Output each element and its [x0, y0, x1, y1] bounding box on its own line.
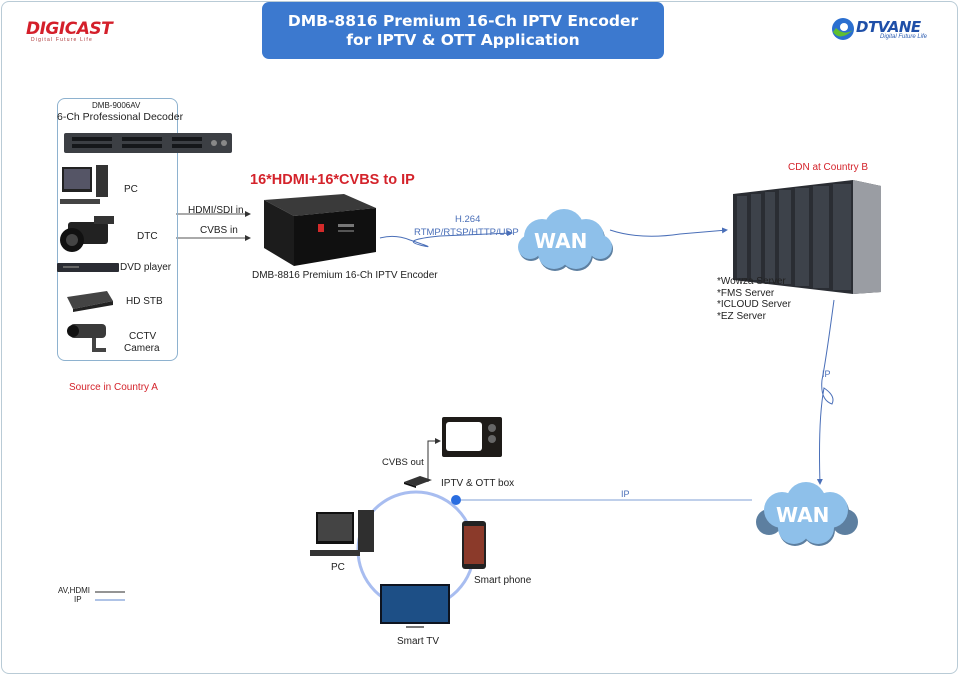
dtvane-swirl-icon [832, 18, 854, 40]
legend-ip-label: IP [74, 595, 82, 604]
server-rack-icon [733, 180, 881, 294]
digicast-tagline: Digital Future Life [31, 37, 93, 43]
iptv-box-icon [404, 476, 432, 488]
source-dtc-label: DTC [137, 231, 158, 242]
encoder-name: DMB-8816 Premium 16-Ch IPTV Encoder [252, 270, 438, 281]
pc-icon [60, 165, 108, 204]
dtvane-logo: DTVANE Digital Future Life [830, 16, 927, 42]
source-pc-label: PC [124, 184, 138, 195]
dtvane-tagline: Digital Future Life [880, 34, 928, 40]
wan-label-bottom: WAN [776, 503, 830, 527]
source-dvd-label: DVD player [120, 262, 172, 273]
cvbs-in-label: CVBS in [200, 225, 238, 236]
cdn-server-list: *Wowza Server *FMS Server *ICLOUD Server… [717, 276, 791, 322]
source-devices-panel [57, 98, 178, 361]
client-pc-icon [310, 510, 374, 556]
crt-tv-icon [442, 417, 502, 457]
server-wowza: *Wowza Server [717, 276, 786, 287]
wan-to-cdn-line [609, 227, 728, 237]
ring-node [451, 495, 461, 505]
cdn-to-wan-ip-line [816, 299, 835, 485]
codec-label: H.264 [455, 214, 481, 225]
smart-phone-label: Smart phone [474, 575, 532, 586]
wan-cloud-icon-bottom [756, 482, 858, 546]
page-title: DMB-8816 Premium 16-Ch IPTV Encoder for … [262, 2, 664, 59]
server-icloud: *ICLOUD Server [717, 299, 791, 310]
hdmi-sdi-in-label: HDMI/SDI in [188, 205, 244, 216]
source-caption: Source in Country A [69, 382, 158, 393]
encoder-headline: 16*HDMI+16*CVBS to IP [250, 172, 415, 188]
source-cctv-label: CCTV [129, 331, 157, 342]
smart-tv-label: Smart TV [397, 636, 440, 647]
cvbs-out-label: CVBS out [382, 457, 424, 468]
decoder-device-icon [64, 133, 232, 153]
decoder-name: 6-Ch Professional Decoder [57, 111, 184, 123]
title-line-1: DMB-8816 Premium 16-Ch IPTV Encoder [287, 12, 639, 30]
camcorder-icon [60, 216, 114, 252]
digicast-brand: DIGICAST [26, 19, 113, 39]
source-camera-label: Camera [124, 343, 160, 354]
wan-cloud-icon-top [518, 209, 613, 271]
iptv-box-label: IPTV & OTT box [441, 478, 515, 489]
cvbs-out-line [427, 438, 441, 482]
source-hdstb-label: HD STB [126, 296, 163, 307]
server-ez: *EZ Server [717, 310, 766, 322]
dtvane-brand: DTVANE [856, 18, 921, 36]
ip-label-vertical: IP [822, 369, 831, 379]
cdn-caption: CDN at Country B [788, 162, 869, 173]
wan-label-top: WAN [534, 229, 588, 253]
digicast-logo: DIGICAST Digital Future Life [26, 19, 113, 43]
dvd-player-icon [57, 263, 119, 272]
legend-avhdmi-label: AV,HDMI [58, 586, 91, 595]
encoder-to-wan-line [379, 230, 513, 248]
decoder-model: DMB-9006AV [92, 101, 141, 110]
client-pc-label: PC [331, 562, 345, 573]
title-line-2: for IPTV & OTT Application [346, 31, 580, 49]
hd-stb-icon [67, 291, 113, 312]
smart-tv-icon [380, 584, 450, 628]
encoder-device-icon [264, 194, 376, 266]
ip-label-horizontal: IP [621, 489, 630, 499]
server-fms: *FMS Server [717, 287, 775, 299]
cctv-camera-icon [67, 324, 106, 352]
smart-phone-icon [462, 521, 486, 569]
protocols-label: RTMP/RTSP/HTTP/UDP [414, 227, 519, 238]
